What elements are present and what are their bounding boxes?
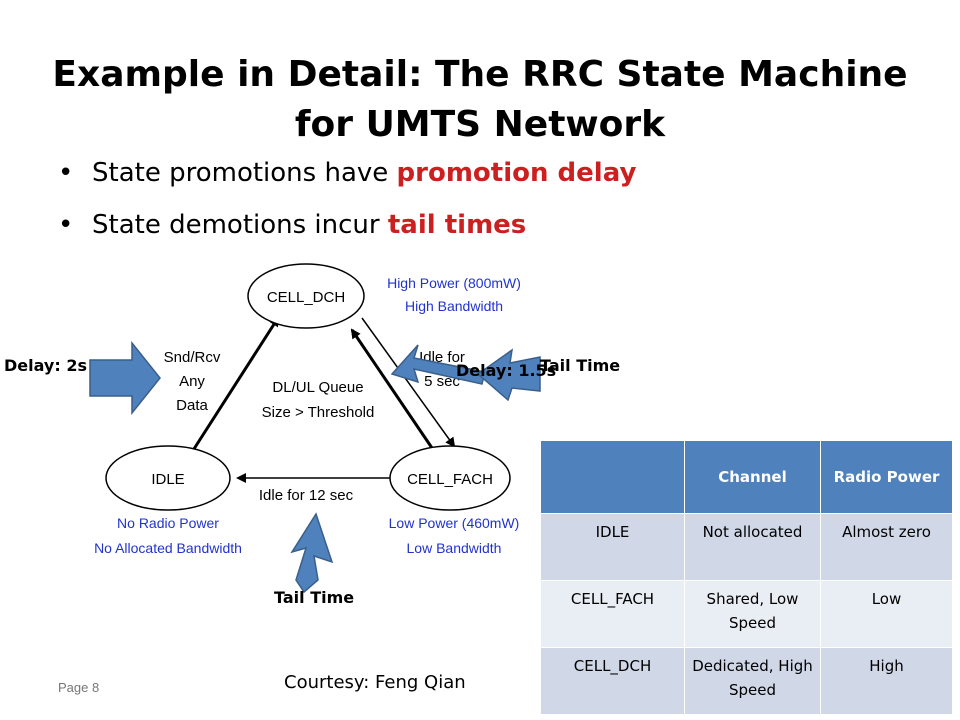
state-cell-fach-label: CELL_FACH (407, 471, 493, 488)
tail-time-right-arrow-icon (476, 348, 541, 402)
idle-to-dch-label-1: Snd/Rcv (164, 349, 221, 366)
table-row: CELL_DCH Dedicated, High Speed High (540, 647, 953, 715)
bullet-item: • State promotions have promotion delay (58, 158, 636, 188)
dch-prop-power: High Power (800mW) (387, 275, 521, 291)
state-idle: IDLE (105, 445, 231, 511)
idle-to-dch-label-2: Any (179, 373, 205, 390)
bullet-list: • State promotions have promotion delay … (58, 158, 636, 262)
bullet-highlight: promotion delay (396, 158, 637, 188)
fach-prop-power: Low Power (460mW) (389, 515, 520, 531)
idle-prop-power: No Radio Power (117, 515, 219, 531)
fach-to-dch-label-1: DL/UL Queue (272, 379, 363, 396)
state-cell-fach: CELL_FACH (389, 445, 511, 511)
fach-to-dch-label-2: Size > Threshold (262, 404, 375, 421)
courtesy-credit: Courtesy: Feng Qian (284, 672, 466, 693)
delay-1-5s-label: Delay: 1.5s (456, 361, 557, 380)
table-cell: Dedicated, High Speed (684, 647, 821, 715)
delay-2s-arrow-icon (89, 340, 161, 416)
table-cell: Shared, Low Speed (684, 580, 821, 648)
transition-dch-to-fach (361, 317, 456, 448)
bullet-item: • State demotions incur tail times (58, 210, 636, 240)
table-cell: CELL_FACH (540, 580, 685, 648)
tail-time-bottom-arrow-icon (290, 512, 334, 594)
fach-to-idle-label: Idle for 12 sec (259, 487, 354, 504)
tail-time-right-label: Tail Time (540, 356, 621, 375)
state-cell-dch-label: CELL_DCH (267, 289, 345, 306)
dch-to-fach-arrow-icon (390, 344, 486, 385)
dch-prop-bandwidth: High Bandwidth (405, 298, 503, 314)
table-header-cell: Radio Power (820, 440, 953, 514)
bullet-text: State demotions incur (92, 210, 388, 240)
delay-2s-label: Delay: 2s (4, 356, 87, 375)
table-cell: Not allocated (684, 513, 821, 581)
table-cell: IDLE (540, 513, 685, 581)
bullet-highlight: tail times (387, 210, 527, 240)
page-number: Page 8 (58, 680, 100, 695)
idle-prop-bandwidth: No Allocated Bandwidth (94, 540, 242, 556)
transition-idle-to-dch (190, 316, 280, 453)
channel-power-table: Channel Radio Power IDLE Not allocated A… (540, 440, 953, 715)
table-row: CELL_FACH Shared, Low Speed Low (540, 580, 953, 648)
table-row: IDLE Not allocated Almost zero (540, 513, 953, 581)
table-cell: CELL_DCH (540, 647, 685, 715)
slide-title: Example in Detail: The RRC State Machine… (0, 50, 960, 150)
fach-prop-bandwidth: Low Bandwidth (407, 540, 502, 556)
state-cell-dch: CELL_DCH (247, 263, 365, 329)
table-header-cell: Channel (684, 440, 821, 514)
idle-to-dch-label-3: Data (176, 397, 208, 414)
transition-fach-to-dch (350, 328, 434, 449)
table-header-row: Channel Radio Power (540, 440, 953, 514)
slide-title-line2: for UMTS Network (294, 104, 666, 145)
table-header-cell (540, 440, 685, 514)
table-cell: Almost zero (820, 513, 953, 581)
state-idle-label: IDLE (151, 471, 184, 488)
tail-time-bottom-label: Tail Time (274, 588, 355, 607)
table-cell: High (820, 647, 953, 715)
bullet-dot-icon: • (58, 158, 74, 188)
bullet-text: State promotions have (92, 158, 397, 188)
table-cell: Low (820, 580, 953, 648)
bullet-dot-icon: • (58, 210, 74, 240)
slide-title-line1: Example in Detail: The RRC State Machine (52, 54, 908, 95)
